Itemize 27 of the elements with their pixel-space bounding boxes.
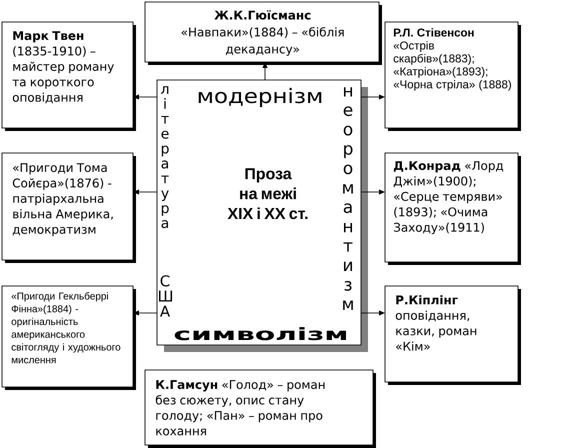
info-box <box>2 286 136 390</box>
title-text: Проза на межі XIX і XX ст. <box>228 168 308 220</box>
info-box <box>144 370 376 448</box>
description-text: «Острів скарбів»(1883); «Катріона»(1893); «Чорна стріла» (1888) <box>394 41 511 91</box>
description-text: (1835-1910) – майстер роману та короткого оповідання <box>12 46 114 104</box>
description-text: «Пригоди Тома Сойєра»(1876) - патріархальна вільна Америка, демократизм <box>12 163 113 236</box>
author-name: Марк Твен <box>13 31 84 42</box>
author-name: Р.Кіплінг <box>396 295 458 304</box>
description-text: «Навпаки»(1884) – «біблія декадансу» <box>182 27 344 56</box>
description-text: «Пригоди Гекльберрі Фінна»(1884) - оригінальність американського світогляду і художнього мислення <box>12 292 120 364</box>
info-box <box>384 22 521 131</box>
info-box <box>384 152 521 265</box>
vertical-label: література <box>161 86 169 228</box>
description-text: Д.Конрад «Лорд Джім»(1900); «Серце темряви» (1893); «Очима Заходу»(1911) <box>394 161 504 234</box>
info-box <box>144 2 382 65</box>
description-text: оповідання, казки, роман «Кім» <box>396 310 476 351</box>
border-label: модернізм <box>198 88 322 108</box>
info-box <box>2 22 136 131</box>
vertical-label: США <box>159 275 172 317</box>
info-box <box>2 152 136 263</box>
border-label: символізм <box>174 327 346 340</box>
author-name: Р.Л. Стівенсон <box>394 28 474 37</box>
description-text: К.Гамсун «Голод» – роман без сюжету, опис стану голоду; «Пан» – роман про кохання <box>156 380 324 436</box>
info-box <box>384 286 521 385</box>
vertical-label: неоромантизм <box>343 87 353 310</box>
author-name: Ж.К.Гюїсманс <box>214 10 310 20</box>
central-box <box>156 80 368 352</box>
